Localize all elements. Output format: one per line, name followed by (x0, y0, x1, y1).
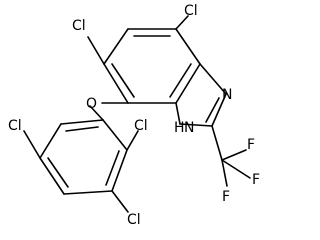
bond-r3-cl (111, 190, 129, 213)
double-bond-r2-r3 (105, 150, 120, 186)
atom-f-right: F (252, 172, 260, 188)
double-bond-c7-c6 (111, 63, 135, 98)
bond-cf3-f-top (221, 149, 247, 161)
chemical-structure-diagram: Cl Cl O N H N F F F Cl Cl Cl (8, 3, 260, 228)
double-bond-n3-c2 (205, 97, 220, 123)
atom-cl-lower-mid: Cl (134, 118, 148, 134)
bond-o-aryl (89, 105, 104, 121)
atom-f-top: F (247, 137, 255, 153)
bond-cf3-f-bottom (221, 159, 228, 187)
bond-n1-c7a (175, 102, 181, 125)
atom-n-imine: N (222, 87, 232, 103)
bond-r5-r6 (39, 123, 62, 159)
bond-c2-n1 (179, 123, 213, 127)
bond-c4-c3a (175, 28, 201, 65)
double-bond-r6-r1 (65, 126, 99, 132)
atom-cl-bottom: Cl (127, 212, 141, 228)
bond-c3a-c7a (175, 63, 201, 104)
bond-r1-r2 (102, 119, 128, 151)
atom-nh-n: N (184, 120, 194, 136)
atom-nh-h: H (174, 120, 185, 136)
bond-c6-c5 (103, 28, 129, 65)
bond-r5-cl (23, 130, 41, 159)
bond-r2-cl (126, 130, 139, 151)
bond-n3-c2 (211, 93, 227, 127)
bond-cf3-f-right (221, 159, 251, 179)
atom-cl-top-right: Cl (184, 3, 198, 19)
atom-o-ether: O (86, 96, 97, 112)
bond-c6-cl (87, 36, 105, 65)
atom-cl-top-left: Cl (72, 18, 86, 34)
bond-r2-r3 (111, 149, 128, 192)
bond-c7-c6 (103, 63, 129, 104)
structure-canvas: Cl Cl O N H N F F F Cl Cl Cl (8, 3, 260, 228)
atom-cl-lower-left: Cl (8, 118, 22, 134)
bond-c3a-n3 (199, 63, 227, 95)
bond-c2-cf3 (211, 125, 223, 161)
double-bond-r4-r5 (47, 157, 69, 188)
atom-f-bottom: F (222, 189, 230, 205)
bond-r3-r4 (63, 190, 113, 195)
bond-r6-r1 (60, 119, 104, 125)
bond-c4-cl (175, 15, 189, 30)
bond-r4-r5 (39, 157, 65, 195)
double-bond-c3a-c7a (169, 63, 192, 98)
